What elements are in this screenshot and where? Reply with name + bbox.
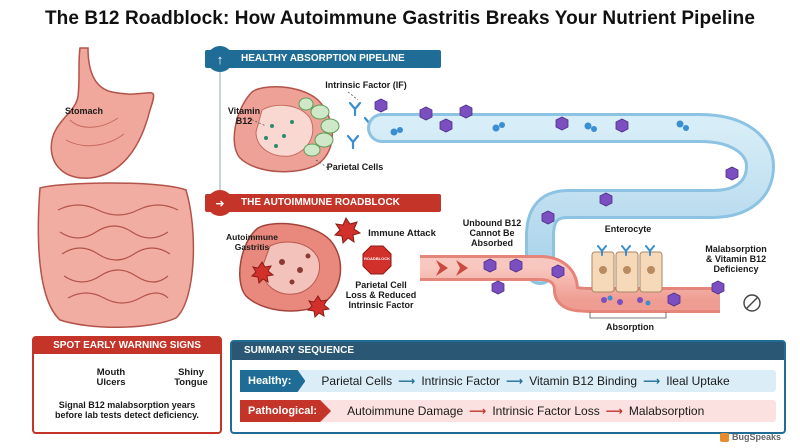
enterocyte-illustration bbox=[591, 245, 663, 306]
roadblock-sign-label: ROADBLOCK bbox=[364, 256, 390, 261]
healthy-step: Intrinsic Factor bbox=[421, 374, 500, 388]
immune-cell-icons bbox=[250, 216, 362, 319]
roadblock-banner: THE AUTOIMMUNE ROADBLOCK bbox=[205, 194, 441, 212]
pathological-sequence-row: Pathological: Autoimmune Damage ⟶ Intrin… bbox=[240, 400, 776, 422]
right-arrow-icon: ⟶ bbox=[398, 374, 416, 388]
right-arrow-icon: ⟶ bbox=[469, 404, 487, 418]
pathological-step: Malabsorption bbox=[628, 404, 705, 418]
warning-footer: Signal B12 malabsorption years before la… bbox=[55, 400, 199, 420]
block-arrow-icon: ➜ bbox=[209, 192, 231, 214]
right-arrow-icon: ⟶ bbox=[643, 374, 661, 388]
enterocyte-label: Enterocyte bbox=[604, 224, 652, 234]
parietal-cells-label: Parietal Cells bbox=[326, 162, 384, 172]
parietal-loss-label: Parietal Cell Loss & Reduced Intrinsic F… bbox=[345, 280, 417, 310]
pathological-tag: Pathological: bbox=[240, 400, 332, 422]
warning-signs-heading: SPOT EARLY WARNING SIGNS bbox=[34, 338, 220, 354]
stomach-label: Stomach bbox=[64, 106, 103, 116]
warning-signs-panel: SPOT EARLY WARNING SIGNS Mouth Ulcers Sh… bbox=[32, 336, 222, 434]
malabsorption-label: Malabsorption & Vitamin B12 Deficiency bbox=[705, 244, 767, 274]
summary-heading: SUMMARY SEQUENCE bbox=[232, 342, 784, 360]
up-arrow-icon: ↑ bbox=[209, 48, 231, 70]
immune-attack-label: Immune Attack bbox=[368, 228, 436, 239]
right-arrow-icon: ⟶ bbox=[506, 374, 524, 388]
bug-icon bbox=[720, 432, 729, 442]
absorption-label: Absorption bbox=[606, 322, 654, 332]
stomach-illustration bbox=[50, 47, 155, 179]
healthy-step: Vitamin B12 Binding bbox=[529, 374, 638, 388]
summary-sequence-panel: SUMMARY SEQUENCE Healthy: Parietal Cells… bbox=[230, 340, 786, 434]
healthy-pipeline-banner: HEALTHY ABSORPTION PIPELINE bbox=[205, 50, 441, 68]
intestine-illustration bbox=[37, 182, 195, 329]
healthy-tag: Healthy: bbox=[240, 370, 306, 392]
pathological-step: Intrinsic Factor Loss bbox=[492, 404, 600, 418]
healthy-stomach-illustration bbox=[233, 86, 340, 173]
autoimmune-gastritis-label: Autoimmune Gastritis bbox=[226, 232, 278, 252]
right-arrow-icon: ⟶ bbox=[605, 404, 623, 418]
watermark-text: BugSpeaks bbox=[732, 432, 782, 442]
healthy-step: Parietal Cells bbox=[321, 374, 393, 388]
pathological-step: Autoimmune Damage bbox=[347, 404, 464, 418]
intrinsic-factor-label: Intrinsic Factor (IF) bbox=[325, 80, 407, 90]
mouth-ulcers-label: Mouth Ulcers bbox=[96, 367, 126, 388]
no-absorption-icon bbox=[743, 294, 761, 312]
healthy-step: Ileal Uptake bbox=[666, 374, 730, 388]
shiny-tongue-label: Shiny Tongue bbox=[174, 367, 208, 388]
healthy-sequence-row: Healthy: Parietal Cells ⟶ Intrinsic Fact… bbox=[240, 370, 776, 392]
watermark-logo: BugSpeaks bbox=[720, 432, 781, 442]
page-title: The B12 Roadblock: How Autoimmune Gastri… bbox=[44, 8, 756, 29]
roadblock-sign-icon bbox=[362, 245, 392, 275]
vitamin-b12-label: Vitamin B12 bbox=[227, 106, 261, 126]
unbound-b12-label: Unbound B12 Cannot Be Absorbed bbox=[462, 218, 522, 248]
